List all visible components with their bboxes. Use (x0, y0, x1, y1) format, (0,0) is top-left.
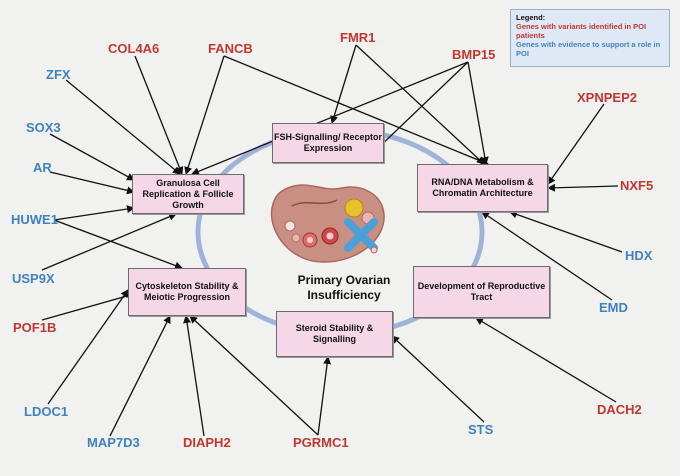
arrow-xpnpep2-to-rna (547, 103, 605, 185)
arrow-diaph2-to-cyto (183, 315, 205, 437)
arrow-fancb-to-granulosa (184, 55, 225, 175)
arrow-dach2-to-dev (475, 317, 617, 403)
gene-huwe1: HUWE1 (11, 212, 58, 227)
gene-emd: EMD (599, 300, 628, 315)
arrow-emd-to-rna (481, 211, 613, 301)
arrow-ldoc1-to-cyto (47, 289, 129, 405)
legend-blue-entry: Genes with evidence to support a role in… (516, 40, 661, 58)
gene-map7d3: MAP7D3 (87, 435, 140, 450)
arrow-fmr1-to-rna (355, 44, 485, 165)
arrow-hdx-to-rna (509, 210, 623, 253)
gene-dach2: DACH2 (597, 402, 642, 417)
arrow-huwe1-to-cyto (53, 219, 183, 270)
arrow-sox3-to-granulosa (49, 133, 135, 181)
gene-sts: STS (468, 422, 494, 437)
center-title: Primary Ovarian Insufficiency (297, 273, 391, 302)
box-steroid-stability: Steroid Stability & Signalling (276, 311, 393, 357)
legend-title: Legend: (516, 13, 546, 22)
gene-pgrmc1: PGRMC1 (293, 435, 349, 450)
box-fsh-signalling: FSH-Signalling/ Receptor Expression (272, 123, 384, 163)
connection-layer (41, 44, 623, 437)
arrow-zfx-to-granulosa (65, 79, 181, 175)
arrow-nxf5-to-rna (547, 183, 619, 192)
ovary-icon (270, 184, 385, 263)
gene-col4a6: COL4A6 (108, 41, 160, 56)
gene-fancb: FANCB (208, 41, 253, 56)
gene-zfx: ZFX (46, 67, 71, 82)
gene-pof1b: POF1B (13, 320, 57, 335)
gene-ldoc1: LDOC1 (24, 404, 69, 419)
arrow-pof1b-to-cyto (41, 292, 135, 321)
gene-nxf5: NXF5 (620, 178, 654, 193)
arrow-sts-to-steroid (391, 335, 485, 423)
arrow-pgrmc1-to-steroid (317, 356, 332, 436)
gene-hdx: HDX (625, 248, 653, 263)
arrow-pgrmc1-to-cyto (189, 315, 319, 436)
gene-fmr1: FMR1 (340, 30, 376, 45)
arrow-huwe1-to-granulosa (53, 205, 135, 221)
gene-sox3: SOX3 (26, 120, 61, 135)
arrow-usp9x-to-granulosa (41, 213, 177, 271)
arrow-bmp15-to-rna (467, 61, 489, 165)
box-granulosa-cell-replication: Granulosa Cell Replication & Follicle Gr… (132, 174, 244, 214)
box-cytoskeleton-stability: Cytoskeleton Stability & Meiotic Progres… (128, 268, 246, 316)
box-rna-dna-metabolism: RNA/DNA Metabolism & Chromatin Architect… (417, 164, 548, 212)
gene-bmp15: BMP15 (452, 47, 496, 62)
arrow-bmp15-to-granulosa (191, 61, 469, 176)
gene-xpnpep2: XPNPEP2 (577, 90, 637, 105)
arrow-col4a6-to-granulosa (134, 55, 184, 175)
legend-red-entry: Genes with variants identified in POI pa… (516, 22, 647, 40)
legend: Legend: Genes with variants identified i… (510, 9, 670, 67)
gene-usp9x: USP9X (12, 271, 55, 286)
box-development-reproductive-tract: Development of Reproductive Tract (413, 266, 550, 318)
arrow-map7d3-to-cyto (109, 315, 171, 437)
gene-ar: AR (33, 160, 52, 175)
arrow-fmr1-to-fsh (330, 44, 357, 124)
arrow-ar-to-granulosa (49, 171, 135, 195)
arrow-fancb-to-rna (223, 55, 489, 166)
gene-diaph2: DIAPH2 (183, 435, 231, 450)
